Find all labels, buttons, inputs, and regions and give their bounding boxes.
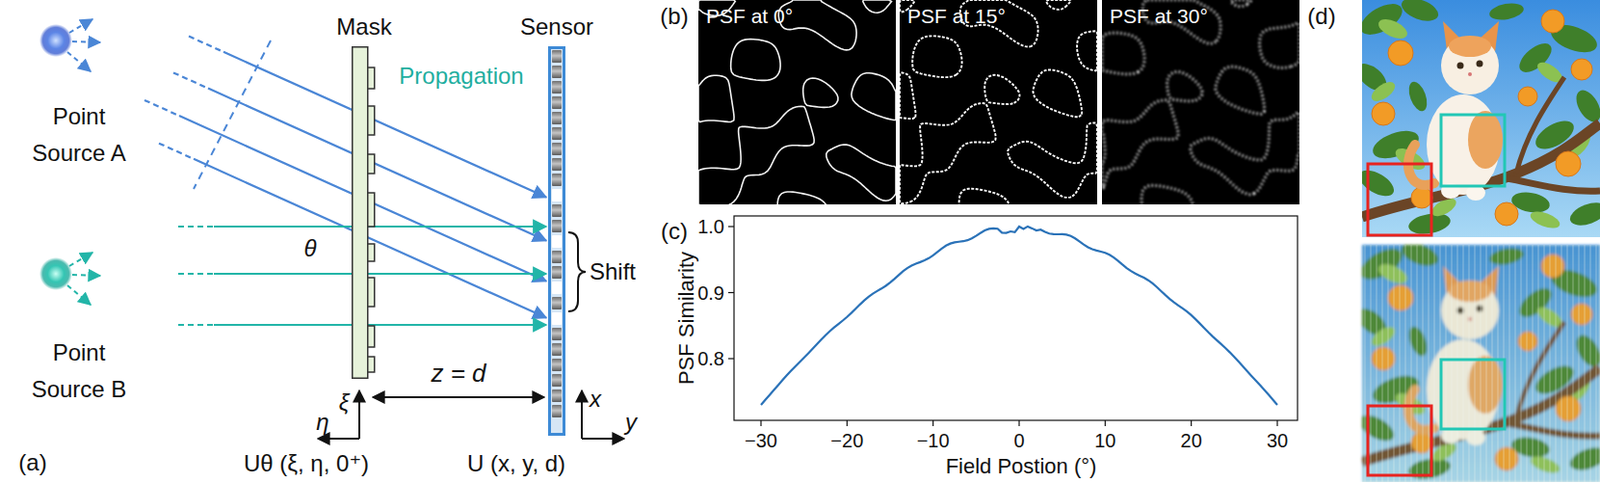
psf-panel-shape [1101,0,1300,205]
tick-label: 0 [1013,429,1024,452]
node-heading: Mask [336,13,392,41]
node-heading: PSF at 0° [698,0,801,33]
psf-panel-shape [899,0,1098,205]
tick-mark [1190,419,1192,426]
tick-label: −20 [830,429,864,452]
reconstruction-bottom [1352,238,1600,482]
distance-label: z = d [430,359,486,389]
psf-panel: PSF at 15° [899,0,1098,205]
coordinate-axes [317,390,625,439]
tick-label: 1.0 [697,215,725,238]
tick-label: 10 [1094,429,1116,452]
psf-panel: PSF at 0° [698,0,896,205]
axis-label: x [589,385,602,413]
mask-element: Mask [351,46,377,379]
tick-label: 0.9 [697,281,725,304]
field-label: Uθ (ξ, η, 0⁺) [243,449,369,477]
sensor-array: Sensor [548,46,566,436]
source-label: Point Source B [16,334,142,409]
axis-label: η [315,408,329,436]
reconstruction-top [1352,0,1600,237]
propagation-label: Propagation [398,62,524,90]
node-heading: Sensor [520,13,594,41]
tick-label: −10 [917,429,950,452]
axis-title: Field Postion (°) [945,453,1098,478]
tick-label: 30 [1266,429,1288,452]
source-label: Point Source A [16,98,142,173]
point-source-b [39,252,101,305]
angle-symbol: θ [303,235,316,263]
shift-label: Shift [589,258,636,286]
node-heading: PSF at 15° [899,0,1014,33]
panel-label: (d) [1307,2,1336,30]
shift-brace [568,232,586,312]
axis-label: ξ [339,389,350,417]
tick-mark [728,357,735,359]
point-source-a [39,19,101,72]
psf-panel-shape [698,0,896,205]
tick-mark [932,419,934,426]
similarity-curve [760,226,1278,405]
panel-label: (a) [18,448,47,476]
tick-label: 20 [1180,429,1203,452]
panel-label: (b) [659,2,688,30]
tick-mark [760,419,761,426]
wavefront [193,40,271,189]
sensor-array-shape [548,46,566,436]
tick-mark [728,225,735,227]
tick-mark [1018,419,1020,426]
plot-content [728,226,1278,426]
tick-mark [846,419,848,426]
axis-title: PSF Similarity [674,251,699,385]
panel-label: (c) [660,217,688,245]
psf-panel: PSF at 30° [1101,0,1300,205]
mask-element-shape [351,46,377,379]
tick-label: 0.8 [697,347,725,370]
tick-mark [1276,419,1278,426]
node-heading: PSF at 30° [1101,0,1216,33]
axis-label: y [625,408,637,436]
plot-frame [734,215,1298,420]
tick-mark [1104,419,1106,426]
field-label: U (x, y, d) [467,449,566,477]
tick-mark [728,291,735,293]
tick-label: −30 [744,429,778,452]
oblique-rays [144,36,547,318]
